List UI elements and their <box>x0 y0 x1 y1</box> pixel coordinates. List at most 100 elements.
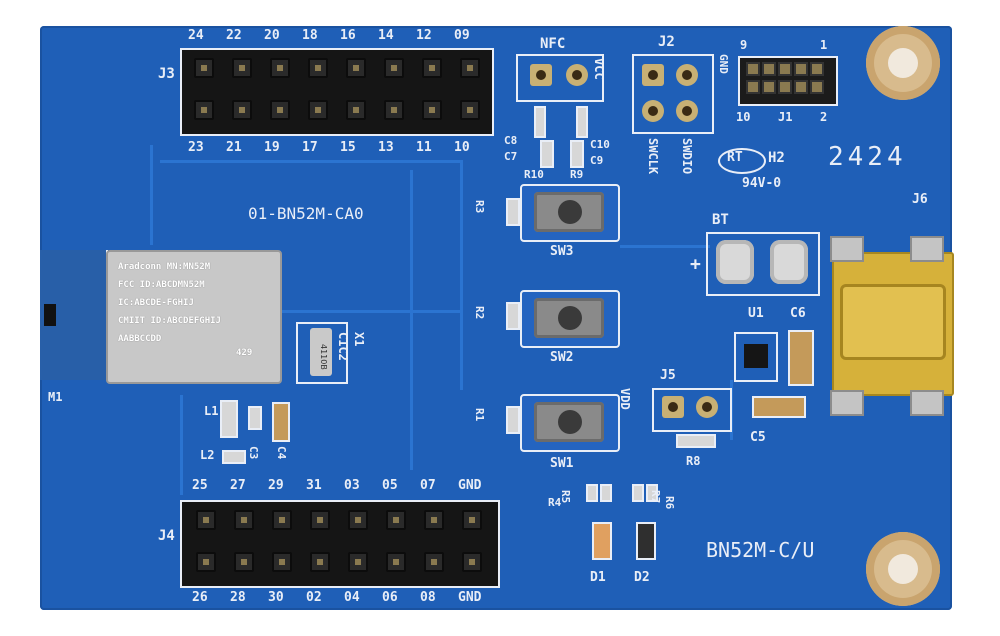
date-code: 2424 <box>828 142 907 172</box>
j6-label: J6 <box>912 192 928 207</box>
r4-label: R4 <box>548 496 562 509</box>
header-pin <box>194 58 214 78</box>
j1-pin <box>762 80 776 94</box>
switch-sw1[interactable] <box>520 394 620 452</box>
label-c10: C10 <box>590 138 610 151</box>
switch-sw2[interactable] <box>520 290 620 348</box>
header-pin <box>196 552 216 572</box>
c6-label: C6 <box>790 306 806 321</box>
res-r7 <box>632 484 644 502</box>
mounting-hole-top-right <box>866 26 940 100</box>
trace <box>620 245 710 248</box>
mounting-hole-bottom-right <box>866 532 940 606</box>
c5-label: C5 <box>750 430 766 445</box>
cap-c4 <box>272 402 290 442</box>
header-pin <box>270 100 290 120</box>
board-code: 01-BN52M-CA0 <box>248 204 364 223</box>
j1-pin2: 2 <box>820 110 828 124</box>
rt-logo <box>718 148 766 174</box>
j5-label: J5 <box>660 368 676 383</box>
res-r10 <box>540 140 554 168</box>
sw3-label: SW3 <box>550 244 574 259</box>
j4-pin-label: 27 <box>230 478 246 493</box>
header-pin <box>348 510 368 530</box>
j3-pin-label: 10 <box>454 140 470 155</box>
header-pin <box>386 510 406 530</box>
j2-swdio-label: SWDIO <box>680 138 694 175</box>
trace <box>280 310 460 313</box>
led-d2 <box>636 522 656 560</box>
j1-pin <box>778 80 792 94</box>
led-d1 <box>592 522 612 560</box>
j3-pin-label: 09 <box>454 28 470 43</box>
header-pin <box>272 552 292 572</box>
j3-pin-label: 11 <box>416 140 432 155</box>
cap-c5 <box>752 396 806 418</box>
header-pin <box>422 100 442 120</box>
cap-c6 <box>788 330 814 386</box>
j4-pin-label: 29 <box>268 478 284 493</box>
header-pin <box>462 552 482 572</box>
header-pin <box>196 510 216 530</box>
header-pin <box>424 552 444 572</box>
j4-pin-label: 02 <box>306 590 322 605</box>
crystal-marking: 4110B <box>319 344 328 370</box>
j4-pin-label: 26 <box>192 590 208 605</box>
usb-connector-j6 <box>830 236 954 416</box>
j4-pin-label: 04 <box>344 590 360 605</box>
cap-c8 <box>534 106 546 138</box>
j2-swclk-label: SWCLK <box>646 138 660 175</box>
j4-pin-label: GND <box>458 478 482 493</box>
module-text-line: AABBCCDD <box>118 334 162 344</box>
j3-pin-label: 23 <box>188 140 204 155</box>
bt-pad-1 <box>716 240 754 284</box>
j4-pin-label: 28 <box>230 590 246 605</box>
r5-label: R5 <box>559 490 572 504</box>
vdd-label: VDD <box>618 388 632 410</box>
res-r9 <box>570 140 584 168</box>
header-pin <box>460 58 480 78</box>
j5-pad-2 <box>696 396 718 418</box>
j4-pin-label: 25 <box>192 478 208 493</box>
res-r3 <box>506 198 520 226</box>
bt-plus: + <box>690 254 701 275</box>
antenna <box>40 250 108 380</box>
module-number: 429 <box>236 348 253 358</box>
header-pin <box>272 510 292 530</box>
r2-label: R2 <box>473 306 486 320</box>
cap-small <box>248 406 262 430</box>
bt-connector <box>706 232 820 296</box>
j3-pin-label: 12 <box>416 28 432 43</box>
j3-header <box>180 48 494 136</box>
sw1-label: SW1 <box>550 456 574 471</box>
j1-pin10: 10 <box>736 110 751 124</box>
header-pin <box>308 58 328 78</box>
j1-label: J1 <box>778 110 793 124</box>
j3-pin-label: 22 <box>226 28 242 43</box>
module-text-line: FCC ID:ABCDMN52M <box>118 280 205 290</box>
c3-label: C3 <box>247 446 260 460</box>
nfc-connector <box>516 54 604 102</box>
j3-pin-label: 20 <box>264 28 280 43</box>
j4-pin-label: 03 <box>344 478 360 493</box>
module-text-line: CMIIT ID:ABCDEFGHIJ <box>118 316 221 326</box>
res-r5 <box>586 484 598 502</box>
j2-connector <box>632 54 714 134</box>
j2-pad-1 <box>642 64 664 86</box>
header-pin <box>232 100 252 120</box>
bt-pad-2 <box>770 240 808 284</box>
j5-pad-1 <box>662 396 684 418</box>
c4-label: C4 <box>275 446 288 460</box>
label-r10: R10 <box>524 168 544 181</box>
j4-pin-label: 07 <box>420 478 436 493</box>
j4-pin-label: GND <box>458 590 482 605</box>
inductor-l1 <box>220 400 238 438</box>
u1-chip <box>734 332 778 382</box>
header-pin <box>232 58 252 78</box>
j3-pin-label: 24 <box>188 28 204 43</box>
res-r1 <box>506 406 520 434</box>
j1-pin <box>778 62 792 76</box>
j4-header <box>180 500 500 588</box>
r7-label: R7 <box>649 490 662 504</box>
switch-sw3[interactable] <box>520 184 620 242</box>
